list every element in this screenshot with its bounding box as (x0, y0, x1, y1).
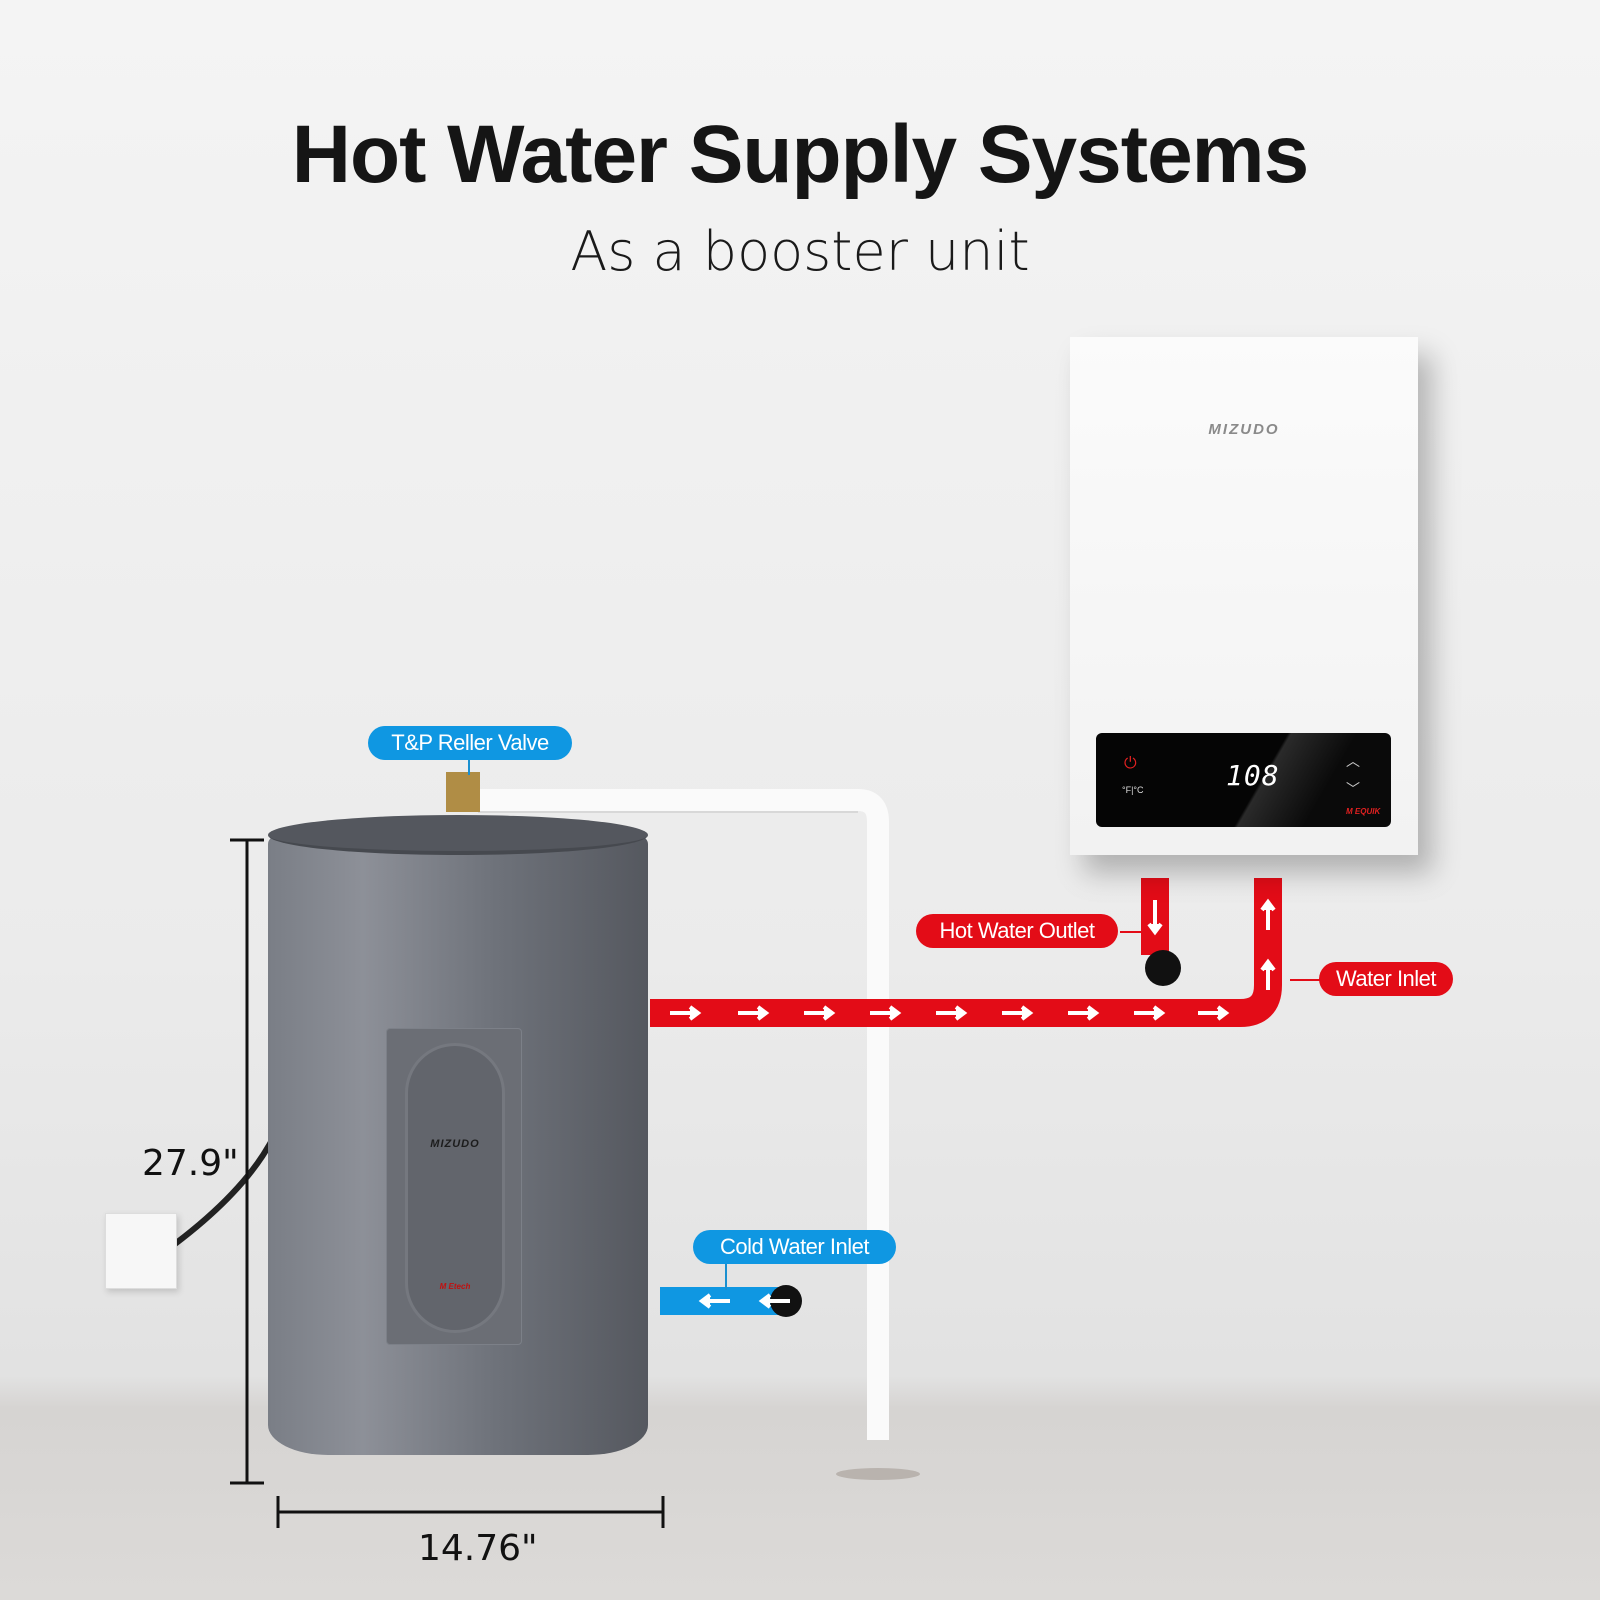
arrow (804, 1005, 836, 1021)
tp-valve-label: T&P Reller Valve (368, 726, 572, 760)
water-inlet-label: Water Inlet (1319, 962, 1453, 996)
page-subtitle: As a booster unit (570, 220, 1030, 283)
temperature-display: 108 (1226, 759, 1280, 792)
wall-outlet (105, 1213, 177, 1289)
arrow (1134, 1005, 1166, 1021)
height-dimension: 27.9" (142, 1143, 239, 1184)
dimension-lines (230, 838, 665, 1528)
arrow (698, 1293, 730, 1309)
arrow (1068, 1005, 1100, 1021)
arrow (738, 1005, 770, 1021)
chevron-up-icon[interactable]: ︿ (1346, 753, 1360, 769)
panel-brand: M EQUIK (1346, 807, 1381, 816)
arrow (1198, 1005, 1230, 1021)
arrow (936, 1005, 968, 1021)
arrow (1002, 1005, 1034, 1021)
tank-lid (268, 815, 648, 855)
arrow (1260, 958, 1276, 990)
unit-toggle[interactable]: °F|°C (1122, 785, 1144, 795)
arrow (1147, 900, 1163, 936)
hot-outlet-cap (1145, 950, 1181, 986)
hot-water-outlet-label: Hot Water Outlet (916, 914, 1118, 948)
cold-water-inlet-label: Cold Water Inlet (693, 1230, 896, 1264)
heater-logo: MIZUDO (1208, 421, 1280, 438)
tankless-water-heater: MIZUDO ⏻ °F|°C 108 ︿ ﹀ M EQUIK (1070, 337, 1418, 855)
tank-panel-cover: MIZUDO M Etech (405, 1043, 505, 1333)
floor-flange (836, 1468, 920, 1480)
arrow (670, 1005, 702, 1021)
tank-sub-brand: M Etech (439, 1282, 471, 1291)
white-pipe (478, 789, 889, 1440)
arrow (870, 1005, 902, 1021)
arrow (1260, 898, 1276, 930)
page-title: Hot Water Supply Systems (291, 109, 1309, 200)
flow-arrows (670, 898, 1276, 1309)
chevron-down-icon[interactable]: ﹀ (1346, 781, 1360, 797)
tank-front-panel: MIZUDO M Etech (386, 1028, 522, 1345)
width-dimension: 14.76" (418, 1528, 538, 1569)
arrow (758, 1293, 790, 1309)
power-icon[interactable]: ⏻ (1124, 755, 1137, 772)
tp-valve (446, 772, 480, 812)
control-panel: ⏻ °F|°C 108 ︿ ﹀ M EQUIK (1096, 733, 1391, 827)
tank-logo: MIZUDO (430, 1138, 480, 1150)
